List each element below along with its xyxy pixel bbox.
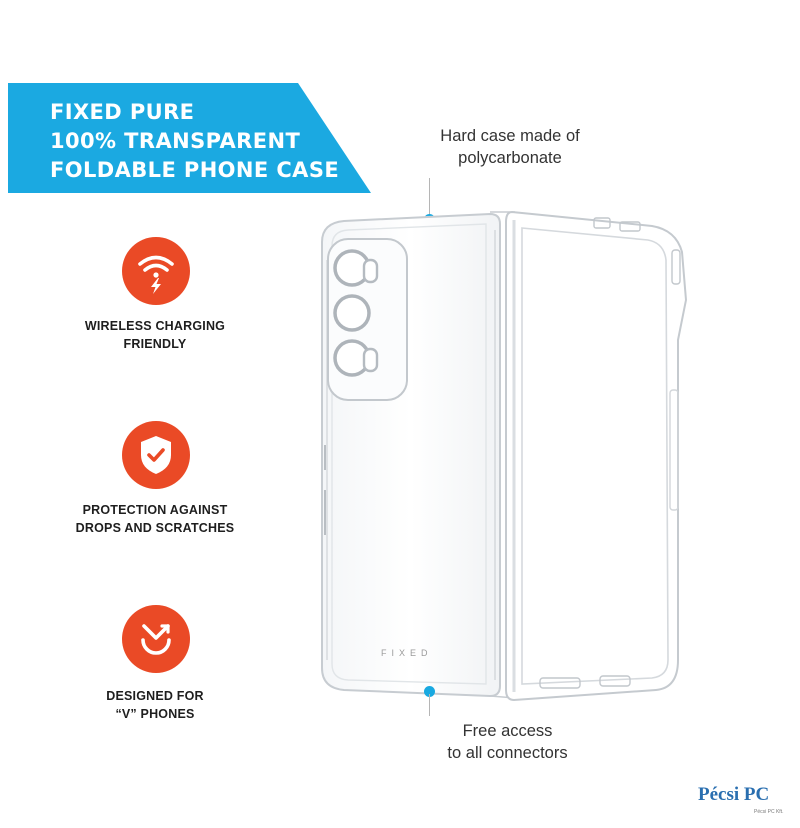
watermark-subtext: Pécsi PC Kft. — [754, 809, 784, 815]
callout-hard-case-line-1: Hard case made of — [440, 127, 580, 145]
feature-v-phones-label: DESIGNED FOR “V” PHONES — [0, 687, 310, 723]
feature-wireless-line-2: FRIENDLY — [123, 337, 187, 351]
feature-protection-label: PROTECTION AGAINST DROPS AND SCRATCHES — [0, 501, 310, 537]
banner-title: FIXED PURE 100% TRANSPARENT FOLDABLE PHO… — [50, 98, 339, 185]
banner-line-1: FIXED PURE — [50, 100, 195, 124]
callout-connectors: Free access to all connectors — [420, 720, 595, 764]
callout-connectors-line-2: to all connectors — [447, 744, 568, 762]
v-smile-icon — [122, 605, 190, 673]
callout-bottom-connector — [429, 694, 430, 716]
title-banner: FIXED PURE 100% TRANSPARENT FOLDABLE PHO… — [8, 83, 371, 193]
feature-protection-line-2: DROPS AND SCRATCHES — [75, 521, 235, 535]
callout-connectors-line-1: Free access — [462, 722, 553, 740]
banner-line-3: FOLDABLE PHONE CASE — [50, 158, 340, 182]
feature-v-phones-line-1: DESIGNED FOR — [106, 689, 204, 703]
banner-shape — [8, 83, 371, 193]
feature-protection-line-1: PROTECTION AGAINST — [82, 503, 228, 517]
wireless-charging-icon — [122, 237, 190, 305]
callout-hard-case: Hard case made of polycarbonate — [410, 125, 610, 169]
watermark-text: Pécsi PC — [698, 784, 770, 805]
watermark-logo: Pécsi PC Pécsi PC Kft. — [698, 778, 793, 822]
shield-check-icon — [122, 421, 190, 489]
callout-top-connector — [429, 178, 430, 216]
callout-hard-case-line-2: polycarbonate — [458, 149, 562, 167]
callout-bottom-dot — [424, 686, 435, 697]
feature-wireless-label: WIRELESS CHARGING FRIENDLY — [0, 317, 310, 353]
phone-case-illustration — [321, 210, 688, 702]
feature-wireless-line-1: WIRELESS CHARGING — [84, 319, 226, 333]
case-brand-logo: FIXED — [381, 648, 433, 658]
banner-line-2: 100% TRANSPARENT — [50, 129, 301, 153]
feature-v-phones-line-2: “V” PHONES — [115, 707, 195, 721]
